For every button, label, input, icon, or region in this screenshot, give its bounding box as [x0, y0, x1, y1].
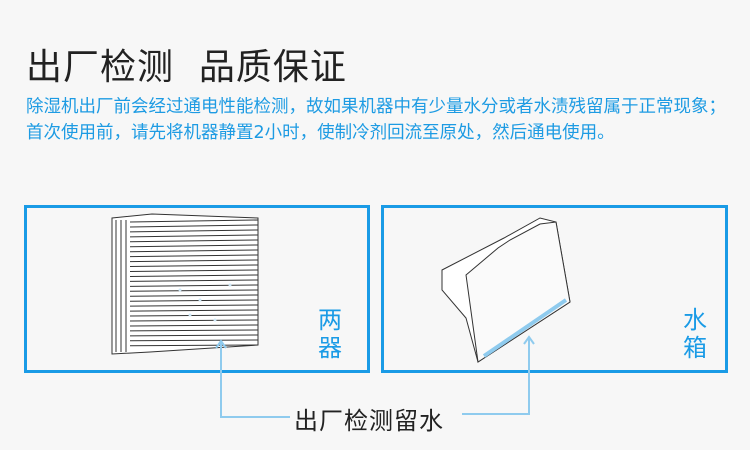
fin-line [129, 289, 259, 292]
fin-line [129, 269, 259, 272]
fin-line [129, 279, 259, 282]
fin-line [129, 254, 259, 258]
label-coil: 两器 [318, 306, 342, 362]
fin-line [129, 299, 259, 302]
label-water-tank: 水箱 [683, 306, 707, 362]
fin-line [129, 304, 259, 307]
fin-line [129, 234, 259, 238]
fin-line [129, 224, 259, 228]
fin-line [129, 249, 259, 253]
fin-line [129, 334, 259, 337]
fin-line [129, 284, 259, 287]
fin-line [129, 259, 259, 263]
callout-arrows [215, 335, 535, 418]
fin-line [129, 319, 259, 322]
fin-line [129, 264, 259, 268]
fin-line [129, 274, 259, 277]
callout-caption: 出厂检测留水 [294, 407, 444, 435]
fin-line [129, 219, 259, 223]
page-title: 出厂检测 品质保证 [26, 47, 347, 88]
fin-line [129, 344, 259, 347]
panel-water-tank [381, 205, 728, 373]
fin-line [129, 294, 259, 297]
fin-line [129, 314, 259, 317]
fin-line [129, 324, 259, 327]
panel-coil [24, 205, 370, 373]
fin-line [129, 239, 259, 243]
coil-icon [111, 213, 259, 355]
fin-line [129, 244, 259, 248]
fin-line [129, 309, 259, 312]
water-tank-icon [441, 217, 571, 363]
fin-line [129, 339, 259, 342]
description: 除湿机出厂前会经过通电性能检测，故如果机器中有少量水分或者水渍残留属于正常现象；… [26, 97, 726, 143]
fin-line [129, 229, 259, 233]
fin-line [129, 329, 259, 332]
